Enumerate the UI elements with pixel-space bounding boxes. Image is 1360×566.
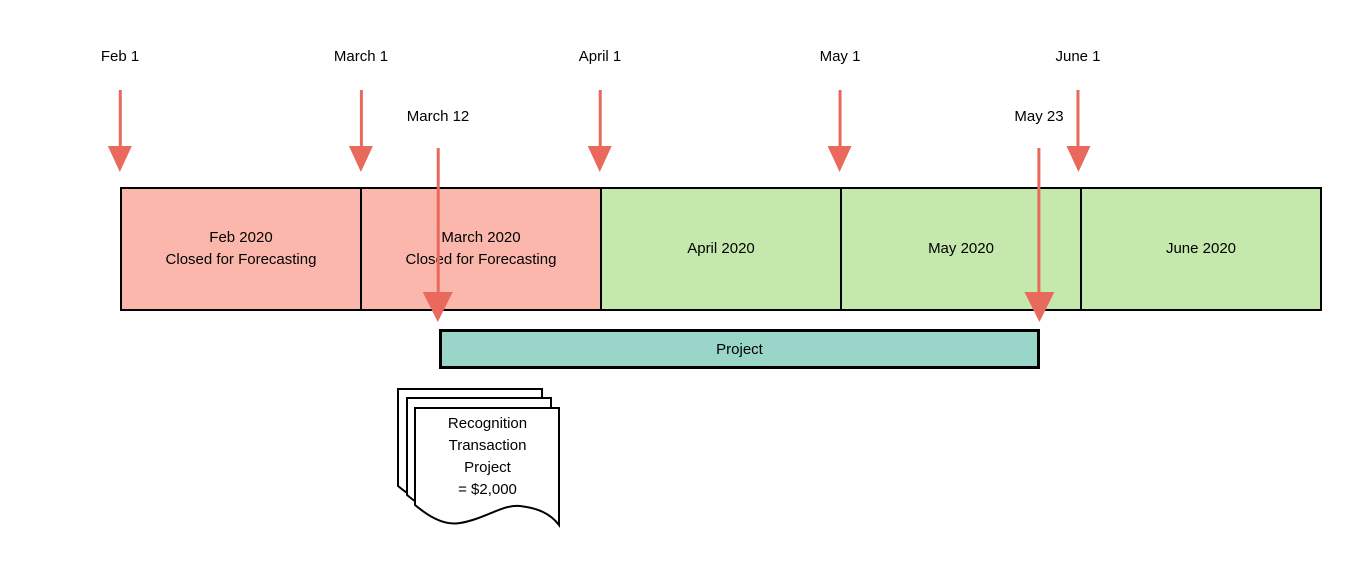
timeline-segment-june-2020: June 2020 xyxy=(1082,189,1320,309)
timeline-segment-march-2020: March 2020 Closed for Forecasting xyxy=(362,189,602,309)
date-marker-may-1: May 1 xyxy=(819,48,861,172)
segment-sublabel: Closed for Forecasting xyxy=(165,251,317,268)
timeline-segment-april-2020: April 2020 xyxy=(602,189,842,309)
document-note-text: Recognition Transaction Project = $2,000 xyxy=(415,413,560,501)
arrow-shaft xyxy=(118,90,122,146)
arrow-head xyxy=(588,146,612,172)
multi-document-icon xyxy=(397,388,560,528)
segment-label: June 2020 xyxy=(1165,240,1237,257)
down-arrow-icon xyxy=(349,66,373,172)
date-marker-may-23: May 23 xyxy=(1014,108,1064,322)
arrow-head xyxy=(349,146,373,172)
segment-label: April 2020 xyxy=(687,240,755,257)
down-arrow-icon xyxy=(107,66,132,172)
date-marker-june-1: June 1 xyxy=(1055,48,1101,172)
date-marker-label: March 12 xyxy=(406,108,470,125)
timeline-segment-may-2020: May 2020 xyxy=(842,189,1082,309)
down-arrow-icon xyxy=(423,126,453,322)
down-arrow-icon xyxy=(1023,126,1054,322)
date-marker-march-1: March 1 xyxy=(334,48,388,172)
arrow-head xyxy=(1023,292,1054,322)
date-marker-feb-1: Feb 1 xyxy=(101,48,139,172)
document-sheet-front xyxy=(414,407,560,528)
segment-sublabel: Closed for Forecasting xyxy=(405,251,557,268)
date-marker-label: June 1 xyxy=(1055,48,1101,65)
arrow-head xyxy=(1065,146,1090,172)
document-note-line: Recognition xyxy=(447,415,528,432)
down-arrow-icon xyxy=(588,66,612,172)
segment-label: March 2020 xyxy=(441,229,521,246)
project-bar: Project xyxy=(439,329,1040,369)
date-marker-april-1: April 1 xyxy=(578,48,622,172)
arrow-head xyxy=(827,146,852,172)
date-marker-label: April 1 xyxy=(578,48,622,65)
document-note-line: = $2,000 xyxy=(458,481,517,498)
month-timeline-bar: Feb 2020 Closed for Forecasting March 20… xyxy=(120,187,1322,311)
timeline-segment-feb-2020: Feb 2020 Closed for Forecasting xyxy=(122,189,362,309)
date-marker-label: March 1 xyxy=(333,48,389,65)
arrow-head xyxy=(423,292,453,322)
date-marker-label: May 1 xyxy=(819,48,861,65)
date-marker-label: May 23 xyxy=(1014,108,1064,125)
down-arrow-icon xyxy=(827,66,852,172)
arrow-shaft xyxy=(1076,90,1080,146)
arrow-shaft xyxy=(436,148,440,292)
segment-label: May 2020 xyxy=(928,240,994,257)
document-note-line: Project xyxy=(464,459,511,476)
project-bar-label: Project xyxy=(716,340,763,358)
down-arrow-icon xyxy=(1065,66,1090,172)
date-marker-label: Feb 1 xyxy=(100,48,140,65)
date-marker-march-12: March 12 xyxy=(406,108,470,322)
arrow-shaft xyxy=(359,90,363,146)
arrow-head xyxy=(107,146,132,172)
document-note-line: Transaction xyxy=(448,437,527,454)
segment-label: Feb 2020 xyxy=(209,229,273,246)
arrow-shaft xyxy=(838,90,842,146)
arrow-shaft xyxy=(598,90,602,146)
arrow-shaft xyxy=(1037,148,1041,292)
